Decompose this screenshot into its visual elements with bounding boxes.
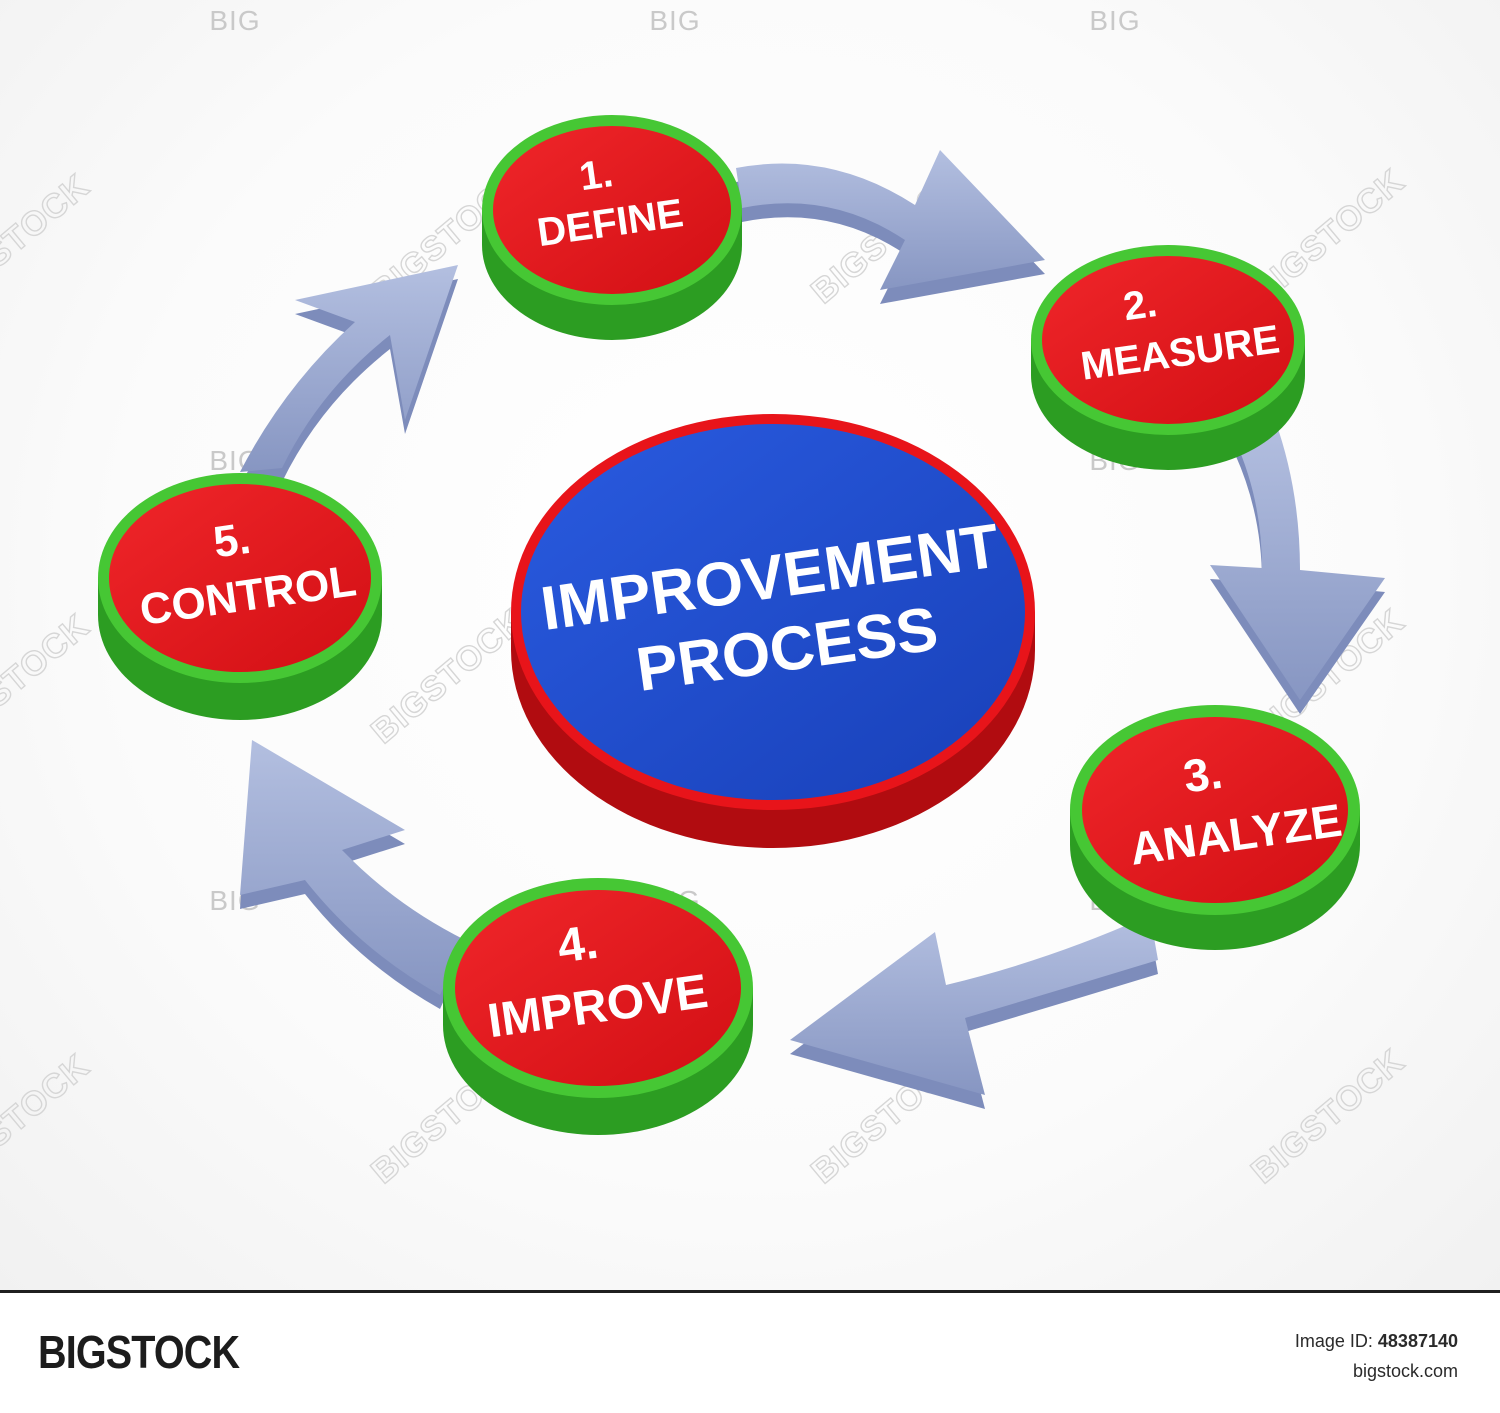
step-4-number: 4. xyxy=(554,916,601,974)
arrow-analyze-to-improve-top xyxy=(790,915,1158,1095)
step-improve: 4. IMPROVE xyxy=(443,878,753,1135)
arrow-define-to-measure-top xyxy=(736,150,1045,290)
step-3-number: 3. xyxy=(1180,746,1225,803)
watermark-bigstock: BIGSTOCK xyxy=(0,1047,97,1196)
arrow-improve-to-control-top xyxy=(240,740,465,995)
footer-bar: BIGSTOCK Image ID: 48387140 bigstock.com xyxy=(0,1290,1500,1413)
image-id-value: 48387140 xyxy=(1377,1331,1458,1351)
image-id-line: Image ID: 48387140 xyxy=(1295,1331,1458,1352)
watermark-big: BIG xyxy=(209,5,260,36)
step-1-number: 1. xyxy=(577,151,616,199)
image-id-label: Image ID: xyxy=(1294,1331,1373,1351)
watermark-bigstock: BIGSTOCK xyxy=(0,167,97,316)
watermark-bigstock: BIGSTOCK xyxy=(364,602,532,751)
step-analyze: 3. ANALYZE xyxy=(1070,705,1360,950)
step-2-number: 2. xyxy=(1121,281,1160,329)
step-5-number: 5. xyxy=(210,514,253,568)
watermark-bigstock: BIGSTOCK xyxy=(0,607,97,756)
brand-logo: BIGSTOCK xyxy=(38,1326,240,1378)
arrow-control-to-define-top xyxy=(240,265,458,472)
watermark-bigstock: BIGSTOCK xyxy=(1244,1042,1412,1191)
arrow-measure-to-analyze-top xyxy=(1210,420,1385,700)
diagram-canvas: BIGBIGBIGBIGBIGBIGBIGBIGBIGBIGSTOCKBIGST… xyxy=(0,0,1500,1290)
step-define: 1. DEFINE xyxy=(482,115,742,340)
watermark-big: BIG xyxy=(1089,5,1140,36)
step-control: 5. CONTROL xyxy=(98,473,382,720)
center-disk: IMPROVEMENT PROCESS xyxy=(511,414,1035,848)
watermark-big: BIG xyxy=(649,5,700,36)
step-measure: 2. MEASURE xyxy=(1031,245,1305,470)
site-link[interactable]: bigstock.com xyxy=(1352,1361,1458,1381)
cycle-diagram: BIGBIGBIGBIGBIGBIGBIGBIGBIGBIGSTOCKBIGST… xyxy=(0,5,1412,1197)
arrow-layer xyxy=(240,150,1385,1109)
